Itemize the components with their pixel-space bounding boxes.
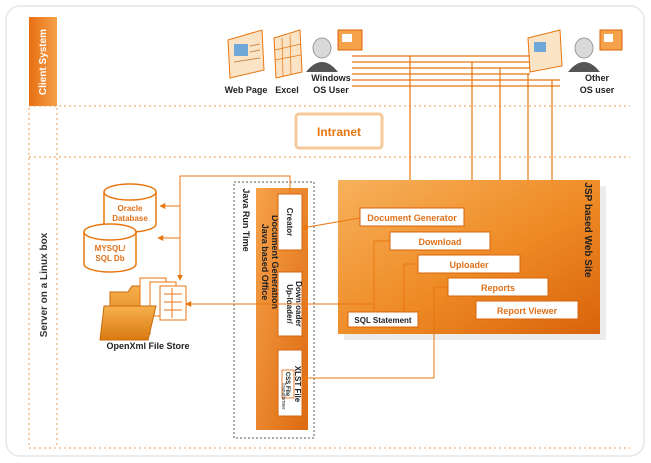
other-user-icon [568, 29, 623, 72]
excel-icon [273, 29, 303, 79]
intranet-label: Intranet [317, 125, 361, 139]
java-run-time-box [233, 181, 315, 439]
jsp-website-label: JSP based Web Site [582, 182, 593, 278]
excel-label: Excel [275, 85, 299, 95]
other-web-page-icon [527, 29, 563, 73]
java-generation-label-1: Java based Office [260, 224, 270, 301]
outer-frame [5, 5, 645, 457]
intranet-box [294, 112, 384, 150]
creator-box [277, 193, 303, 251]
uploader-label: Uploader [449, 260, 489, 270]
creator-label: Creator [285, 208, 294, 236]
report-viewer-box[interactable] [475, 300, 579, 320]
oracle-label-1: Oracle [118, 204, 143, 213]
windows-user-icon [306, 29, 363, 72]
mysql-label-1: MYSQL/ [95, 244, 126, 253]
css-file-label: CSS File [284, 372, 290, 397]
windows-user-label-1: Windows [311, 73, 350, 83]
java-run-time-label: Java Run Time [241, 188, 251, 251]
client-zone-label: Client System [38, 29, 49, 95]
other-user-label-1: Other [585, 73, 610, 83]
sql-statement-box [347, 311, 419, 328]
document-generator-box[interactable] [359, 207, 465, 227]
mysql-database-icon [83, 223, 137, 273]
document-generator-label: Document Generator [367, 213, 457, 223]
web-page-icon [227, 29, 265, 79]
oracle-label-2: Database [112, 214, 148, 223]
reports-label: Reports [481, 283, 515, 293]
other-user-label-2: OS user [580, 85, 615, 95]
sql-statement-label: SQL Statement [354, 316, 412, 325]
web-page-label: Web Page [225, 85, 268, 95]
xlst-label-2: Transformer [280, 382, 286, 409]
openxml-file-store-label: OpenXml File Store [106, 341, 189, 351]
server-zone-label: Server on a Linux box [39, 232, 50, 337]
windows-user-label-2: OS User [313, 85, 349, 95]
store-connectors [157, 175, 374, 307]
download-label: Download [419, 237, 462, 247]
client-zone-tab [29, 17, 57, 106]
jsp-connectors [301, 217, 448, 381]
xlst-label-1: XLST File [293, 366, 302, 403]
java-generation-label-2: Document Generation [270, 215, 280, 309]
folder-icon [99, 277, 187, 341]
oracle-database-icon [103, 183, 157, 233]
report-viewer-label: Report Viewer [497, 306, 558, 316]
mysql-label-2: SQL Db [95, 254, 124, 263]
css-file-box [281, 369, 295, 399]
